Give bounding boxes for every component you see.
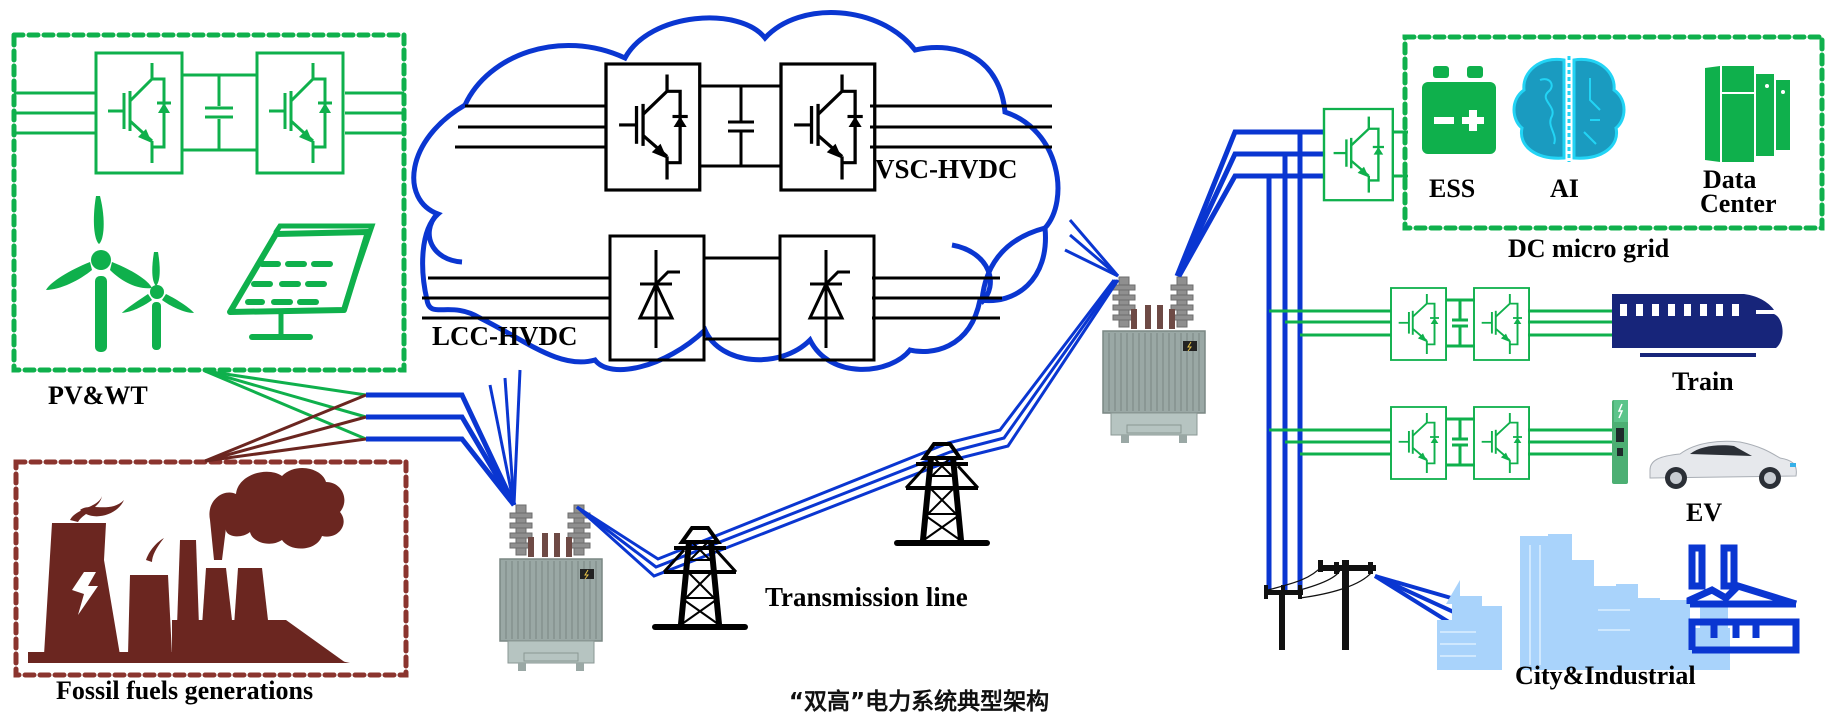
fossil-group: Fossil fuels generations [13,459,409,705]
renewable-group: PV&WT [11,32,407,410]
figure-caption: “双高”电力系统典型架构 [789,688,1049,715]
generation-feeder-lines [204,369,517,507]
data-center-label-line1: Data [1703,165,1756,194]
lcc-lines [422,256,1002,341]
dc-micro-grid-label: DC micro grid [1508,234,1670,263]
lightning-icon [72,572,98,615]
dc-micro-grid: ESS AI Data Center DC micro grid [1322,34,1825,263]
igbt-converter-icon [1390,406,1448,480]
ev-charger-icon [1612,400,1628,484]
igbt-converter-icon [604,62,702,192]
ev-feeder: EV [1269,400,1797,527]
ai-brain-icon [1512,56,1626,162]
transmission-line-label: Transmission line [765,582,968,612]
dc-micro-grid-box [1402,34,1825,231]
igbt-converter-icon [1473,406,1531,480]
ac-input-lines [14,73,404,152]
lcc-hvdc-label: LCC-HVDC [432,321,578,351]
thyristor-converter-icon [778,234,876,362]
data-center-icon [1705,66,1790,162]
transformer-icon [499,504,603,672]
train-icon [1612,294,1783,357]
car-icon [1649,440,1797,489]
solar-panel-icon [227,223,376,340]
distribution-bus [1174,129,1324,590]
igbt-converter-icon [255,51,345,175]
utility-pole-icon [1264,560,1376,650]
cloud-feeder-lines [488,219,1120,506]
igbt-converter-icon [94,51,184,175]
city-industrial-label: City&Industrial [1515,661,1696,690]
battery-icon [1422,66,1496,154]
ai-label: AI [1550,174,1579,203]
city-industrial-group: City&Industrial [1264,534,1800,690]
city-window-lines [1440,545,1630,665]
factory-icon [1686,544,1800,654]
igbt-converter-icon [1390,287,1448,361]
ess-label: ESS [1429,174,1475,203]
transmission-lines [575,279,1120,578]
transmission-tower-icon [650,526,750,632]
pv-wt-dashed-box [11,32,407,373]
wind-turbine-icon [46,196,194,352]
hvdc-cloud: VSC-HVDC LCC-HVDC [411,10,1061,373]
train-feeder: Train [1269,287,1783,396]
city-skyline-icon [1437,534,1730,670]
train-label: Train [1672,367,1734,396]
transformer-icon [1102,276,1206,444]
cloud-outline [411,10,1061,373]
igbt-converter-icon [1322,107,1394,202]
data-center-label-line2: Center [1700,189,1777,218]
vsc-lines [455,84,1052,168]
fossil-label: Fossil fuels generations [56,676,313,705]
vsc-hvdc-label: VSC-HVDC [875,154,1018,184]
igbt-converter-icon [1473,287,1531,361]
fossil-plant-icon [28,468,350,663]
ev-label: EV [1686,498,1722,527]
fossil-dashed-box [13,459,409,678]
pv-wt-label: PV&WT [48,381,148,410]
igbt-converter-icon [779,62,877,192]
